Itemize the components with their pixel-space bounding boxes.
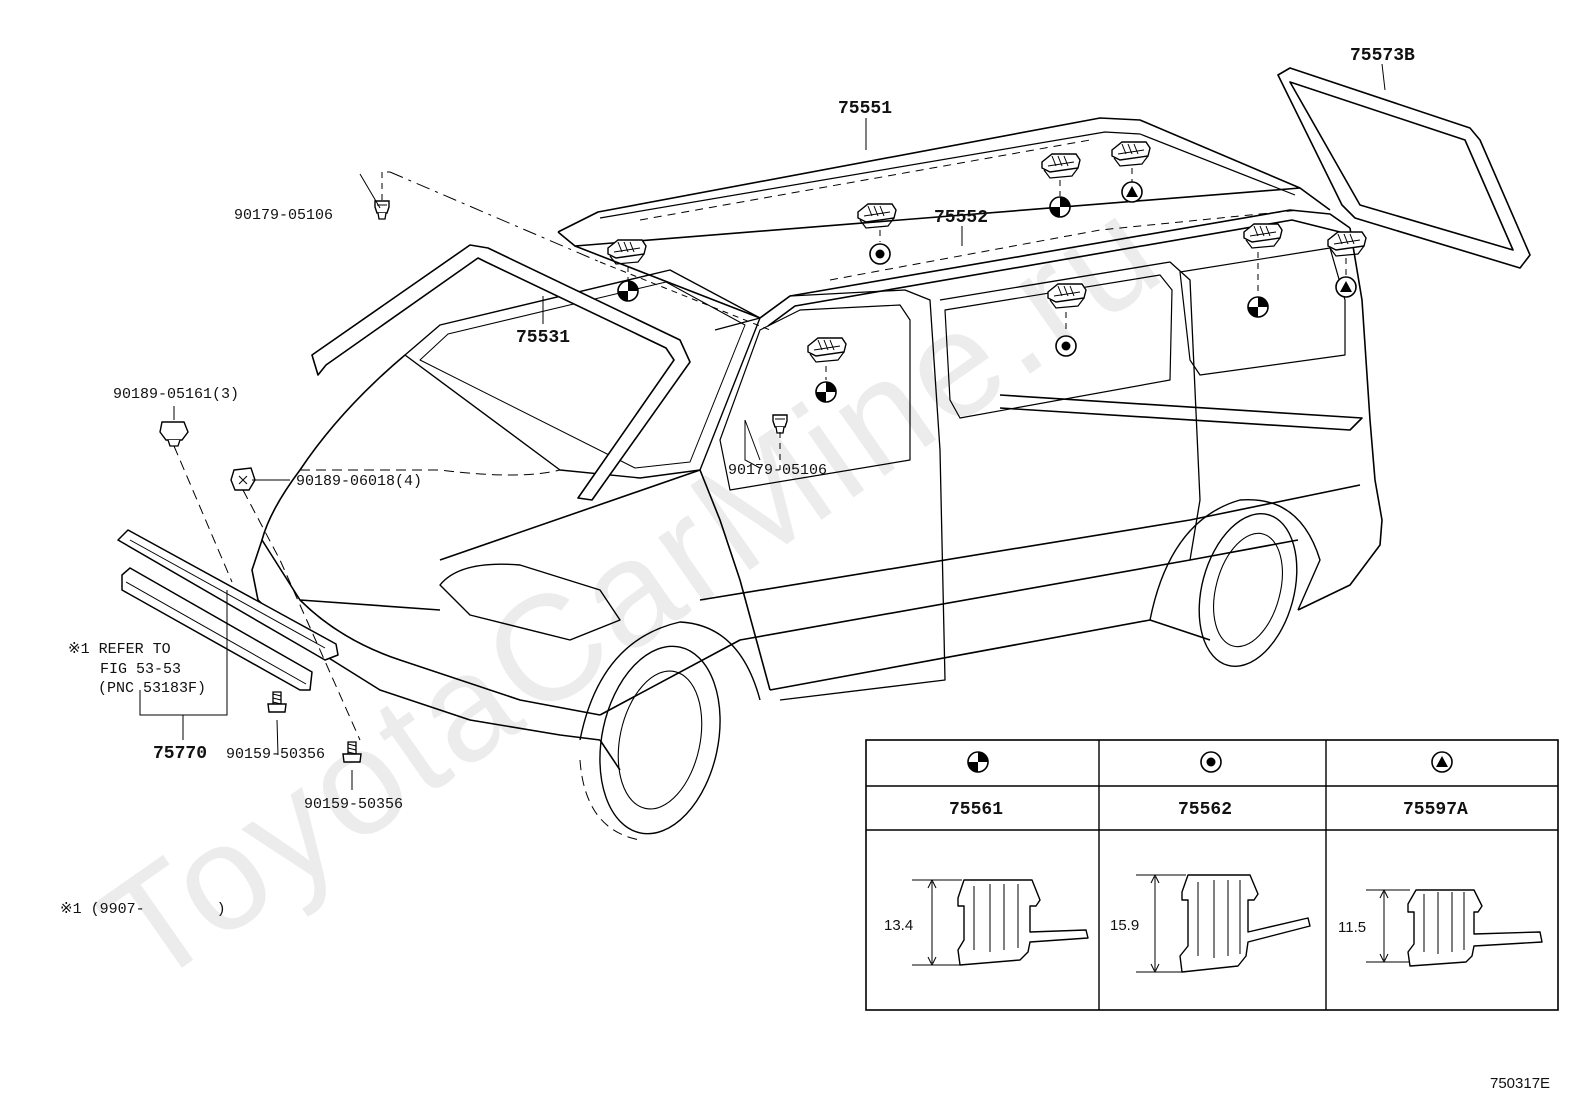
footnote: ※1 (9907- ): [60, 901, 226, 918]
fasteners: [159, 200, 788, 763]
figure-code: 750317E: [1490, 1075, 1550, 1092]
grille-assembly-part: [117, 529, 339, 691]
clip-leaders: [627, 168, 1347, 380]
legend-part-2: 75562: [1178, 800, 1232, 820]
label-clip-top: 90179-05106: [234, 207, 333, 224]
van-body: [251, 117, 1383, 841]
clip-profile-75597a: [1366, 889, 1543, 967]
windshield-molding-part: [311, 244, 691, 501]
label-roof-drip-molding: 75552: [934, 208, 988, 228]
dot-circle-icon: [1200, 751, 1222, 773]
label-back-window-weatherstrip: 75573B: [1350, 46, 1415, 66]
legend-part-3: 75597A: [1403, 800, 1468, 820]
label-leaders: [139, 63, 1386, 740]
clip-profile-75562: [1136, 874, 1311, 973]
label-windshield-molding: 75531: [516, 328, 570, 348]
note-refer-line2: FIG 53-53: [100, 661, 181, 678]
fastener-leaders: [173, 171, 781, 790]
note-refer-line1: ※1 REFER TO: [68, 641, 171, 658]
legend-part-1: 75561: [949, 800, 1003, 820]
part-labels: 75551 75552 75573B 75531 90179-05106 901…: [60, 46, 1550, 1092]
label-roof-molding: 75551: [838, 99, 892, 119]
label-clip-grille-2: 90189-06018(4): [296, 473, 422, 490]
legend-dimension-1: 13.4: [884, 917, 913, 934]
label-screw-1: 90159-50356: [226, 746, 325, 763]
label-clip-pillar: 90179-05106: [728, 462, 827, 479]
label-screw-2: 90159-50356: [304, 796, 403, 813]
legend-table: 75561 75562 75597A 13.4 15.9: [865, 739, 1559, 1011]
label-grille-assembly: 75770: [153, 744, 207, 764]
clip-profile-75561: [912, 879, 1089, 966]
legend-dimension-2: 15.9: [1110, 917, 1139, 934]
label-clip-grille: 90189-05161(3): [113, 386, 239, 403]
legend-dimension-3: 11.5: [1338, 919, 1366, 936]
note-refer-line3: (PNC 53183F): [98, 680, 206, 697]
back-window-weatherstrip-part: [1277, 67, 1531, 269]
half-filled-circle-icon: [967, 751, 989, 773]
filled-triangle-icon: [1431, 751, 1453, 773]
